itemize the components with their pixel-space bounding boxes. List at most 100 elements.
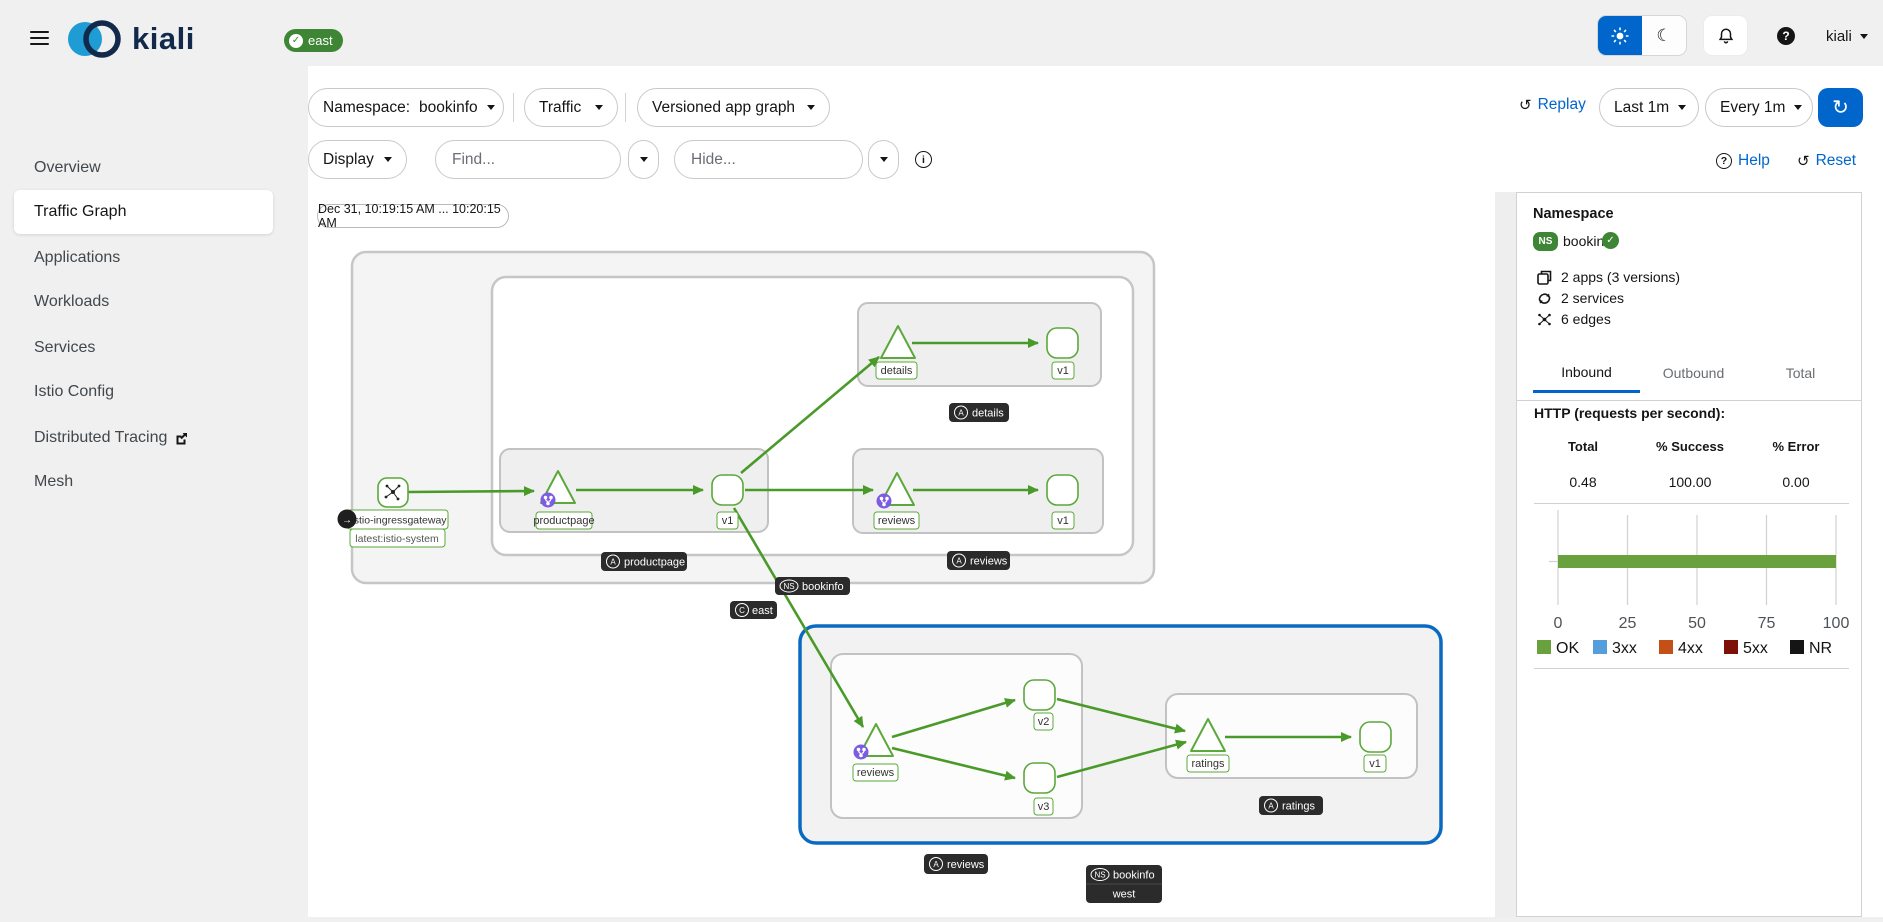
user-menu-label: kiali	[1826, 28, 1852, 45]
hide-options-dropdown[interactable]	[868, 140, 899, 179]
stat-label: 6 edges	[1561, 311, 1611, 327]
history-icon: ↺	[1519, 97, 1532, 114]
node-reviews-west[interactable]: reviews	[852, 723, 899, 782]
node-reviews-west-v2[interactable]: v2	[1023, 679, 1056, 731]
tick-label: 25	[1619, 615, 1637, 632]
node-reviews-east-v1[interactable]: v1	[1046, 474, 1079, 530]
tab-label: Total	[1785, 365, 1816, 381]
info-icon[interactable]: i	[915, 151, 932, 168]
app-badge-icon: A	[956, 557, 962, 566]
node-ratings-v1[interactable]: v1	[1359, 721, 1392, 773]
sidebar-item-mesh[interactable]: Mesh	[14, 460, 273, 504]
sidebar-item-services[interactable]: Services	[14, 326, 273, 370]
sidebar-item-distributed-tracing[interactable]: Distributed Tracing	[14, 416, 273, 460]
sidebar-item-traffic-graph[interactable]: Traffic Graph	[14, 190, 273, 234]
edge-gateway-productpage[interactable]	[407, 486, 535, 497]
traffic-edges[interactable]	[407, 338, 1352, 781]
sidebar-item-istio-config[interactable]: Istio Config	[14, 370, 273, 414]
help-icon[interactable]: ?	[1777, 27, 1795, 45]
traffic-graph-canvas[interactable]: Dec 31, 10:19:15 AM ... 10:20:15 AM	[308, 192, 1495, 917]
node-reviews-west-v3[interactable]: v3	[1023, 762, 1056, 816]
badge-app-reviews-east: A reviews	[947, 551, 1010, 570]
namespace-value: bookinfo	[419, 98, 478, 116]
badge-namespace-bookinfo-east: NS bookinfo	[775, 577, 850, 595]
graph-reset-link[interactable]: ↺ Reset	[1797, 152, 1856, 170]
node-productpage[interactable]: productpage	[533, 470, 595, 530]
chevron-down-icon	[595, 105, 603, 110]
badge-label: west	[1112, 889, 1136, 901]
refresh-icon: ↻	[1832, 97, 1849, 119]
node-details[interactable]: details	[875, 325, 918, 380]
app-badge-icon: A	[1268, 802, 1274, 811]
duration-label: Last 1m	[1614, 98, 1670, 116]
col-header-success: % Success	[1656, 439, 1724, 454]
tick-label: 50	[1688, 615, 1706, 632]
tab-inbound[interactable]: Inbound	[1533, 353, 1640, 393]
value-total: 0.48	[1569, 474, 1597, 490]
traffic-dropdown[interactable]: Traffic	[524, 88, 618, 127]
light-theme-button[interactable]	[1598, 16, 1642, 55]
graph-help-link[interactable]: ? Help	[1716, 152, 1770, 170]
user-menu[interactable]: kiali	[1826, 28, 1868, 45]
display-dropdown[interactable]: Display	[308, 140, 407, 179]
duration-dropdown[interactable]: Last 1m	[1599, 88, 1699, 127]
chevron-down-icon	[879, 157, 888, 162]
node-productpage-v1[interactable]: v1	[711, 474, 744, 530]
refresh-button[interactable]: ↻	[1818, 88, 1863, 127]
chevron-down-icon	[1794, 105, 1803, 110]
http-rate-chart: 0 25 50 75 100 OK 3xx 4xx 5xx NR	[1537, 510, 1849, 657]
replay-link[interactable]: ↺ Replay	[1519, 96, 1586, 114]
sidebar-item-workloads[interactable]: Workloads	[14, 280, 273, 324]
services-icon	[1538, 292, 1551, 304]
edge-v2-ratings[interactable]	[1056, 697, 1186, 734]
tab-outbound[interactable]: Outbound	[1640, 353, 1747, 393]
find-options-dropdown[interactable]	[628, 140, 659, 179]
hide-input[interactable]	[674, 140, 863, 179]
edge-v3-ratings[interactable]	[1056, 739, 1187, 779]
sidebar-nav: Overview Traffic Graph Applications Work…	[0, 66, 308, 917]
chevron-down-icon	[639, 157, 648, 162]
find-input[interactable]	[435, 140, 621, 179]
namespace-dropdown[interactable]: Namespace: bookinfo	[308, 88, 504, 127]
dark-theme-button[interactable]: ☾	[1642, 16, 1686, 55]
stat-label: 2 services	[1561, 290, 1625, 306]
kiali-logo-icon	[68, 20, 121, 58]
col-header-error: % Error	[1772, 439, 1820, 454]
question-circle-icon: ?	[1716, 153, 1732, 169]
tick-label: 0	[1554, 615, 1563, 632]
legend-label: NR	[1809, 640, 1832, 657]
refresh-interval-label: Every 1m	[1720, 98, 1786, 116]
tick-label: 75	[1758, 615, 1776, 632]
sidebar-item-applications[interactable]: Applications	[14, 236, 273, 280]
legend-swatch-4xx	[1659, 640, 1673, 654]
edge-reviews-west-v3[interactable]	[891, 746, 1016, 781]
tab-total[interactable]: Total	[1747, 353, 1854, 393]
badge-label: ratings	[1282, 801, 1316, 813]
node-istio-ingressgateway[interactable]: istio-ingressgateway latest:istio-system…	[337, 477, 449, 548]
sidebar-item-label: Istio Config	[34, 383, 115, 400]
node-details-v1[interactable]: v1	[1046, 327, 1079, 380]
sidebar-item-overview[interactable]: Overview	[14, 146, 273, 190]
tab-label: Inbound	[1561, 363, 1612, 380]
edge-v1-reviews-west[interactable]	[732, 507, 865, 728]
badge-label: productpage	[624, 557, 685, 569]
legend-label: 3xx	[1612, 640, 1637, 657]
kiali-logo[interactable]: kiali	[64, 16, 195, 62]
graph-scrollbar[interactable]	[1495, 192, 1516, 917]
node-label: reviews	[878, 515, 916, 527]
app-box-details[interactable]	[857, 302, 1102, 387]
value-error: 0.00	[1782, 474, 1810, 490]
nav-toggle-icon[interactable]	[30, 31, 49, 46]
toolbar-separator	[513, 93, 514, 122]
chevron-down-icon	[486, 105, 495, 110]
node-reviews-east[interactable]: reviews	[873, 472, 920, 530]
graph-type-dropdown[interactable]: Versioned app graph	[637, 88, 830, 127]
node-label: v1	[1369, 758, 1381, 770]
stat-label: 2 apps (3 versions)	[1561, 269, 1681, 285]
refresh-interval-dropdown[interactable]: Every 1m	[1705, 88, 1813, 127]
node-ratings[interactable]: ratings	[1186, 718, 1230, 773]
edge-reviews-west-v2[interactable]	[891, 698, 1016, 739]
edge-v1-details[interactable]	[740, 356, 880, 474]
notifications-button[interactable]	[1703, 15, 1748, 56]
badge-label: bookinfo	[802, 581, 844, 593]
